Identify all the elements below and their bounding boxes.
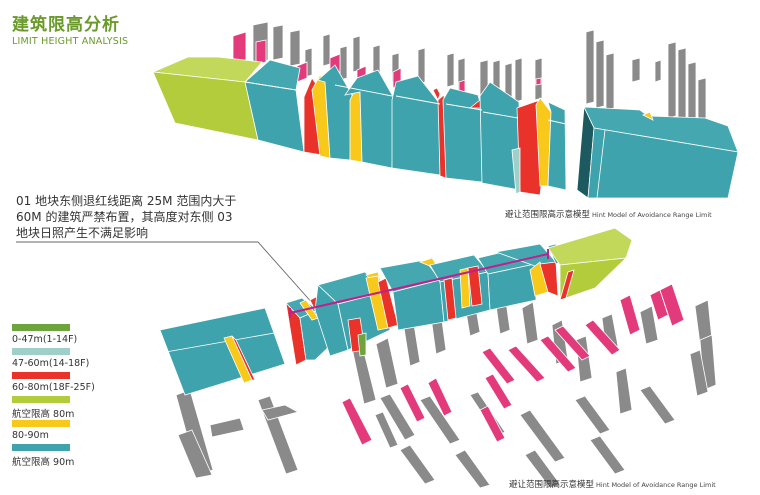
height-legend: 0-47m(1-14F) 47-60m(14-18F) 60-80m(18F-2…	[12, 324, 122, 468]
top-edge-lines	[244, 81, 567, 125]
legend-label: 47-60m(14-18F)	[12, 358, 90, 369]
bottom-left-teal-block	[159, 307, 286, 396]
distance-measure-line	[289, 249, 549, 318]
annotation-line: 60M 的建筑严禁布置，其高度对东侧 03	[16, 210, 233, 224]
top-model	[151, 21, 739, 199]
legend-swatch	[12, 444, 70, 451]
legend-swatch	[12, 324, 70, 331]
caption-top-en: Hint Model of Avoidance Range Limit	[592, 211, 712, 219]
top-lime-block	[151, 56, 263, 141]
legend-swatch	[12, 420, 70, 427]
annotation-line: 01 地块东侧退红线距离 25M 范围内大于	[16, 194, 237, 208]
caption-bottom-en: Hint Model of Avoidance Range Limit	[596, 481, 716, 489]
legend-swatch	[12, 372, 70, 379]
top-teal-blocks	[244, 59, 567, 196]
annotation-leader-line	[16, 241, 315, 306]
page-subtitle: LIMIT HEIGHT ANALYSIS	[12, 36, 129, 47]
annotation-text: 01 地块东侧退红线距离 25M 范围内大于 60M 的建筑严禁布置，其高度对东…	[16, 193, 276, 241]
legend-label: 60-80m(18F-25F)	[12, 382, 95, 393]
legend-item: 航空限高 80m	[12, 396, 122, 420]
legend-swatch	[12, 348, 70, 355]
page-title: 建筑限高分析	[12, 15, 120, 35]
legend-label: 航空限高 90m	[12, 457, 75, 468]
legend-item: 80-90m	[12, 420, 122, 444]
legend-swatch	[12, 396, 70, 403]
legend-item: 航空限高 90m	[12, 444, 122, 468]
legend-item: 60-80m(18F-25F)	[12, 372, 122, 396]
bottom-model	[159, 227, 717, 489]
top-right-teal-block	[576, 105, 739, 199]
legend-label: 80-90m	[12, 430, 49, 441]
caption-bottom-cn: 避让范围限高示意模型	[509, 480, 595, 490]
legend-label: 航空限高 80m	[12, 409, 75, 420]
bottom-pink-buildings	[341, 283, 685, 446]
legend-label: 0-47m(1-14F)	[12, 334, 78, 345]
caption-top-cn: 避让范围限高示意模型	[505, 210, 591, 220]
bottom-gray-buildings	[175, 293, 717, 489]
annotation-line: 地块日照产生不满足影响	[16, 226, 149, 240]
legend-item: 0-47m(1-14F)	[12, 324, 122, 348]
legend-item: 47-60m(14-18F)	[12, 348, 122, 372]
bottom-lime-block	[547, 227, 633, 301]
